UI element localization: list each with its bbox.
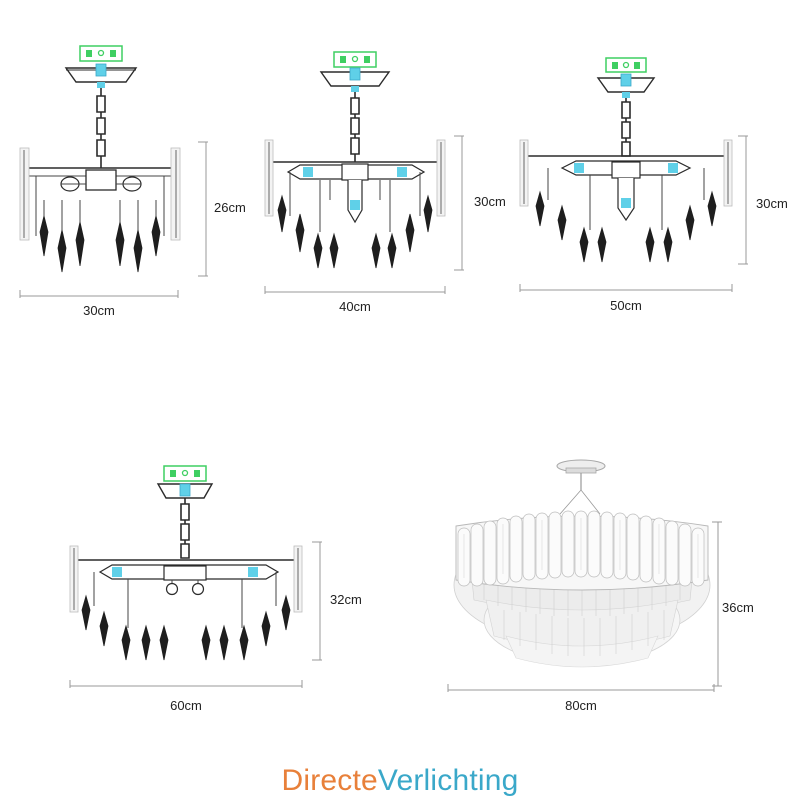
ceiling-canopy <box>556 459 606 474</box>
chandelier-frame <box>69 545 303 628</box>
height-label: 30cm <box>756 196 788 211</box>
width-label: 30cm <box>83 303 115 318</box>
chain <box>350 86 360 162</box>
chain <box>180 498 190 559</box>
brand-name-part1: Directe <box>281 764 378 797</box>
chain <box>96 82 106 168</box>
dimension-width: 40cm <box>264 286 446 314</box>
dimension-height: 36cm <box>712 521 754 687</box>
brand-logo: DirecteVerlichting <box>0 764 800 798</box>
chandelier-variant-30cm: 30cm 26cm <box>19 45 246 318</box>
brand-name-part2: Verlichting <box>377 764 519 797</box>
dimension-width: 80cm <box>447 684 715 713</box>
chandelier-variant-80cm: 80cm 36cm <box>447 459 754 713</box>
ceiling-canopy <box>156 465 214 499</box>
height-label: 36cm <box>722 600 754 615</box>
dimension-height: 26cm <box>198 141 246 277</box>
dimension-height: 30cm <box>454 135 506 271</box>
crystal-drops <box>277 194 433 269</box>
chandelier-variant-60cm: 60cm 32cm <box>69 465 362 713</box>
chain <box>621 92 631 157</box>
dimension-height: 32cm <box>312 541 362 661</box>
ceiling-canopy <box>319 51 391 87</box>
height-label: 30cm <box>474 194 506 209</box>
chandelier-variant-40cm: 40cm 30cm <box>264 51 506 314</box>
ceiling-canopy <box>64 45 138 83</box>
dimension-width: 30cm <box>19 290 179 318</box>
width-label: 40cm <box>339 299 371 314</box>
chandelier-frame <box>264 139 446 232</box>
suspension-cables <box>559 473 601 515</box>
dimension-height: 30cm <box>738 135 788 265</box>
ceiling-canopy <box>596 57 656 93</box>
height-label: 26cm <box>214 200 246 215</box>
chandelier-frame <box>19 147 181 241</box>
crystal-drops <box>81 594 291 661</box>
crystal-body <box>453 510 711 668</box>
dimension-width: 50cm <box>519 284 733 313</box>
chandelier-variant-50cm: 50cm 30cm <box>519 57 788 313</box>
chandelier-frame <box>519 139 733 230</box>
dimension-width: 60cm <box>69 680 303 713</box>
crystal-drops <box>39 200 161 273</box>
width-label: 60cm <box>170 698 202 713</box>
width-label: 50cm <box>610 298 642 313</box>
height-label: 32cm <box>330 592 362 607</box>
crystal-drops <box>535 190 717 263</box>
width-label: 80cm <box>565 698 597 713</box>
